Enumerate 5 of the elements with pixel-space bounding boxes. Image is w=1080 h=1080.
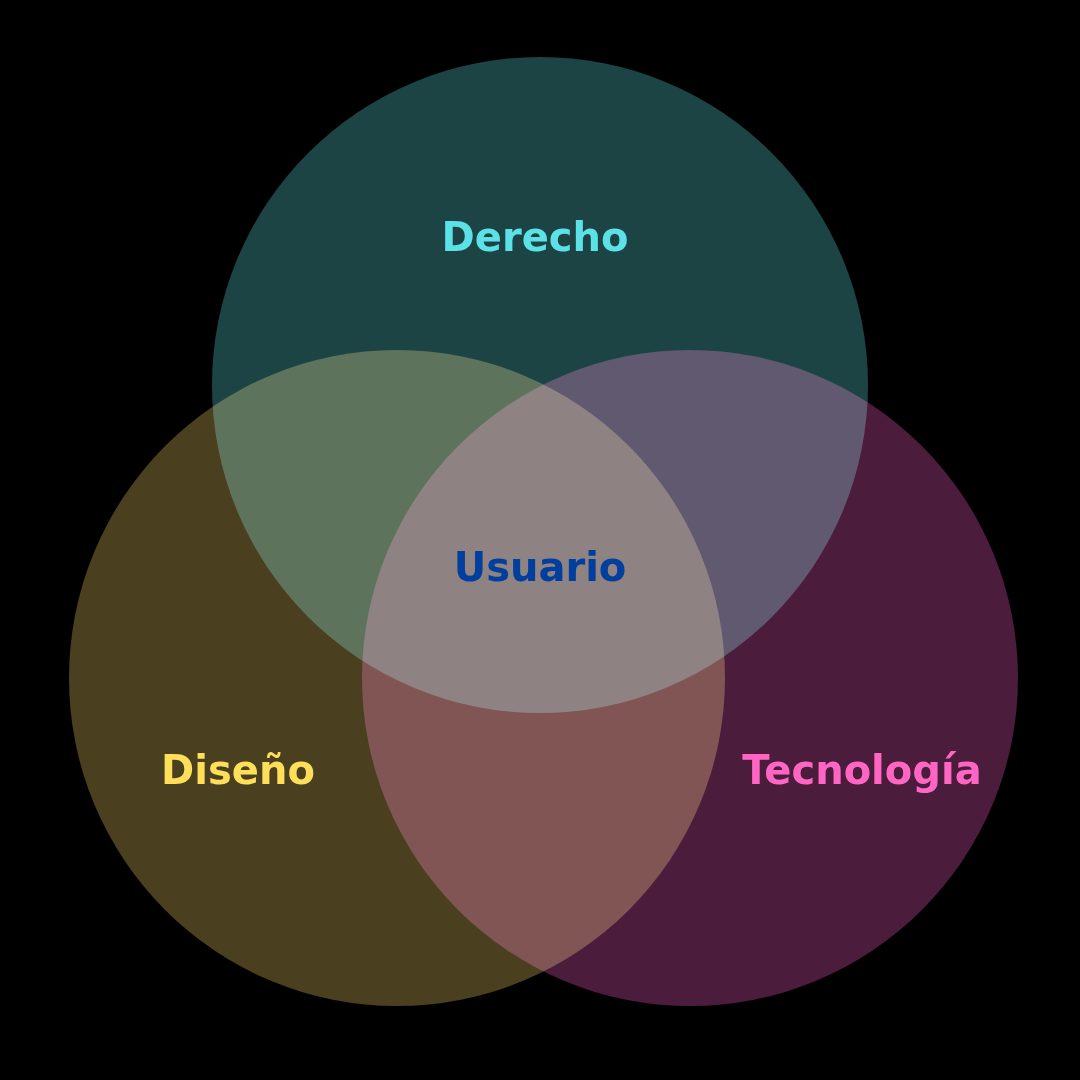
circle-label: Derecho: [441, 214, 629, 260]
center-label: Usuario: [453, 544, 627, 590]
circle-label: Diseño: [161, 747, 315, 793]
circle-label: Tecnología: [742, 747, 982, 793]
venn-circle: [362, 350, 1018, 1006]
